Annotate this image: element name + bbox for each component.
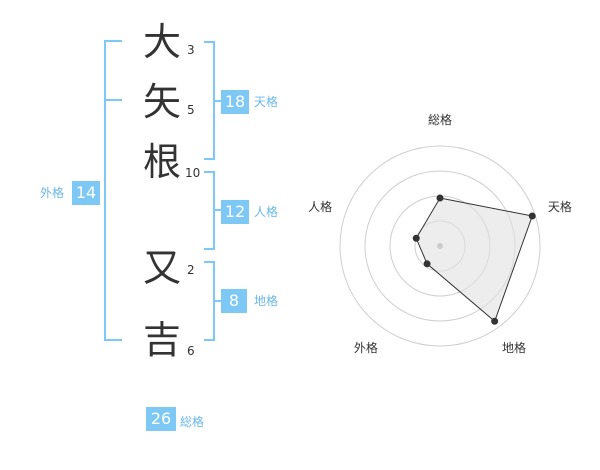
jinkaku-bracket (204, 171, 215, 250)
soukaku-label: 総格 (180, 415, 205, 429)
chikaku-value: 8 (221, 289, 247, 313)
radar-area (415, 197, 533, 323)
chikaku-bracket (204, 261, 215, 341)
tenkaku-bracket (204, 41, 215, 160)
jinkaku-value: 12 (221, 200, 249, 224)
stroke-count-1: 3 (187, 43, 195, 57)
name-char-2: 矢 (142, 80, 181, 124)
stroke-count-4: 2 (187, 263, 195, 277)
stroke-count-3: 10 (185, 166, 201, 180)
radar-axis-label-2: 天格 (548, 199, 572, 214)
chikaku-label: 地格 (254, 294, 279, 308)
tenkaku-tick (215, 100, 222, 102)
name-char-5: 吉 (142, 318, 181, 362)
gaikaku-value: 14 (72, 181, 100, 205)
jinkaku-label: 人格 (254, 205, 279, 219)
radar-axis-label-3: 地格 (502, 340, 526, 355)
radar-point-3 (491, 317, 499, 325)
name-char-3: 根 (142, 140, 181, 184)
radar-point-2 (528, 212, 536, 220)
soukaku-value: 26 (146, 407, 176, 431)
radar-axis-label-5: 人格 (308, 199, 332, 214)
radar-axis-label-4: 外格 (354, 340, 378, 355)
name-char-4: 又 (142, 246, 181, 290)
radar-point-5 (412, 234, 420, 242)
gaikaku-bracket (104, 40, 122, 341)
radar-point-1 (436, 194, 444, 202)
stroke-count-5: 6 (187, 344, 195, 358)
tenkaku-label: 天格 (254, 95, 279, 109)
name-char-1: 大 (142, 20, 181, 64)
chikaku-tick (215, 300, 222, 302)
radar-point-4 (423, 260, 431, 268)
jinkaku-tick (215, 209, 222, 211)
gaikaku-upper-tick (104, 99, 122, 101)
radar-ring-4 (339, 145, 541, 347)
tenkaku-value: 18 (221, 90, 249, 114)
radar-axis-label-1: 総格 (428, 112, 452, 127)
radar-center-dot (437, 243, 443, 249)
gaikaku-label: 外格 (40, 186, 65, 200)
stroke-count-2: 5 (187, 103, 195, 117)
